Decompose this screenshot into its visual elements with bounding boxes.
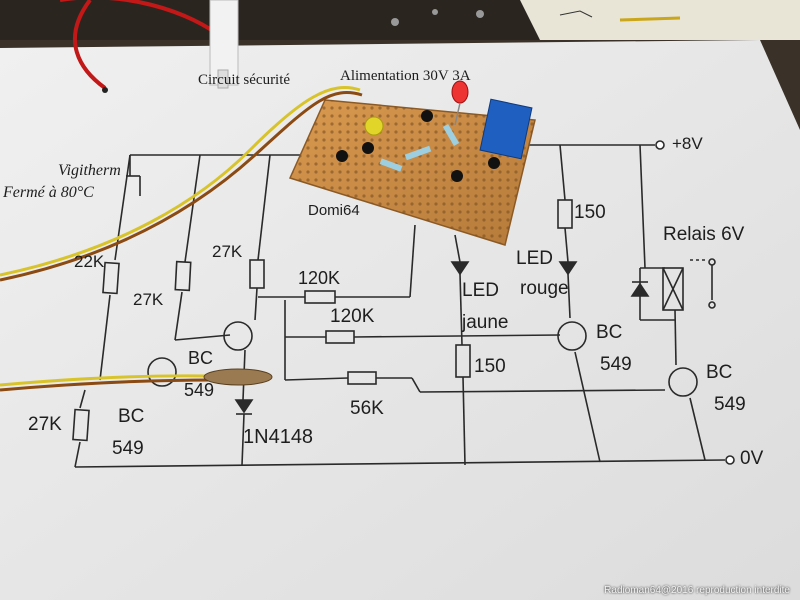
transistor-label: BC	[118, 406, 145, 427]
header-supply-label: Alimentation 30V 3A	[340, 68, 471, 84]
watermark: Radioman64@2016 reproduction interdite	[604, 585, 790, 596]
resistor-27k-label: 27K	[28, 414, 62, 435]
diode-label: 1N4148	[243, 426, 314, 448]
resistor-150-label: 150	[474, 356, 506, 377]
red-led-label-2: rouge	[520, 278, 569, 299]
transistor-label: 549	[112, 438, 144, 459]
vigitherm-probe	[203, 368, 273, 386]
switch-name: Vigitherm	[58, 162, 121, 179]
resistor-27k-label: 27K	[212, 242, 243, 261]
yellow-led	[364, 116, 384, 136]
header-circuit-label: Circuit sécurité	[198, 72, 291, 88]
resistor-120k-label: 120K	[330, 306, 375, 327]
yellow-led-label-2: jaune	[462, 312, 509, 333]
red-led-label-1: LED	[516, 248, 553, 269]
resistor-120k-label: 120K	[298, 268, 341, 288]
transistor-label: 549	[600, 354, 632, 375]
red-wire	[72, 0, 107, 90]
resistor-56k-label: 56K	[350, 398, 384, 419]
switch-state: Fermé à 80°C	[3, 184, 94, 201]
twisted-wires	[0, 86, 363, 392]
relay-label: Relais 6V	[663, 224, 745, 245]
relay-component	[479, 98, 533, 160]
positive-rail-label: +8V	[672, 134, 703, 153]
resistor-27k-label: 27K	[133, 290, 164, 309]
transistor-label: 549	[714, 394, 746, 415]
transistor-label: BC	[706, 362, 733, 383]
resistor-150-label: 150	[574, 202, 606, 223]
transistor-label: BC	[188, 348, 214, 368]
ground-rail-label: 0V	[740, 448, 764, 469]
board-label: Domi64	[308, 202, 360, 219]
pcb-board	[288, 80, 536, 246]
resistor-22k-label: 22K	[74, 252, 105, 271]
yellow-led-label-1: LED	[462, 280, 499, 301]
transistor-label: BC	[596, 322, 623, 343]
transistor-label: 549	[184, 380, 215, 400]
